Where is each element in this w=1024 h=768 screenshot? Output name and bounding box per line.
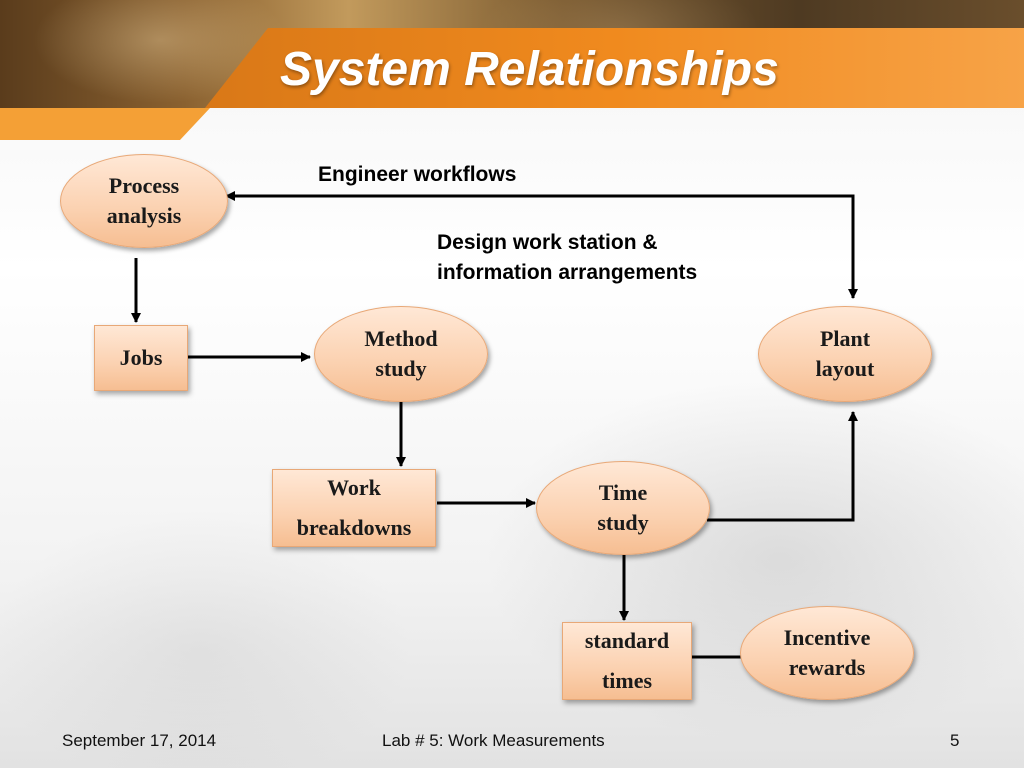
node-standard-times-line1: standard — [584, 628, 670, 653]
label-engineer-workflows: Engineer workflows — [318, 163, 517, 186]
node-time-study: Time study — [536, 461, 710, 555]
node-process-analysis-line1: Process — [108, 173, 180, 198]
node-incentive-rewards-line1: Incentive — [783, 625, 871, 650]
node-jobs: Jobs — [94, 325, 188, 391]
node-method-study-line2: study — [375, 356, 427, 381]
node-process-analysis-line2: analysis — [106, 203, 182, 228]
slide-title: System Relationships — [280, 43, 779, 96]
node-plant-layout-line2: layout — [815, 356, 875, 381]
node-time-study-line2: study — [597, 510, 649, 535]
node-work-breakdowns: Work breakdowns — [272, 469, 436, 547]
node-plant-layout: Plant layout — [758, 306, 932, 402]
node-standard-times: standard times — [562, 622, 692, 700]
footer-course: Lab # 5: Work Measurements — [382, 731, 605, 750]
node-process-analysis: Process analysis — [60, 154, 228, 248]
node-method-study: Method study — [314, 306, 488, 402]
label-design-line2: information arrangements — [437, 261, 698, 284]
node-method-study-line1: Method — [364, 326, 438, 351]
node-time-study-line1: Time — [598, 480, 648, 505]
footer-page-number: 5 — [950, 731, 960, 750]
node-incentive-rewards: Incentive rewards — [740, 606, 914, 700]
arrow-time-to-plant — [707, 411, 858, 522]
node-jobs-line1: Jobs — [119, 345, 163, 370]
node-incentive-rewards-line2: rewards — [788, 655, 866, 680]
node-plant-layout-line1: Plant — [819, 326, 871, 351]
node-standard-times-line2: times — [601, 668, 653, 693]
label-design-line1: Design work station & — [437, 231, 658, 254]
node-work-breakdowns-line1: Work — [327, 475, 381, 500]
node-work-breakdowns-line2: breakdowns — [296, 515, 412, 540]
header-orange-band — [0, 28, 1024, 140]
footer-date: September 17, 2014 — [62, 731, 217, 750]
